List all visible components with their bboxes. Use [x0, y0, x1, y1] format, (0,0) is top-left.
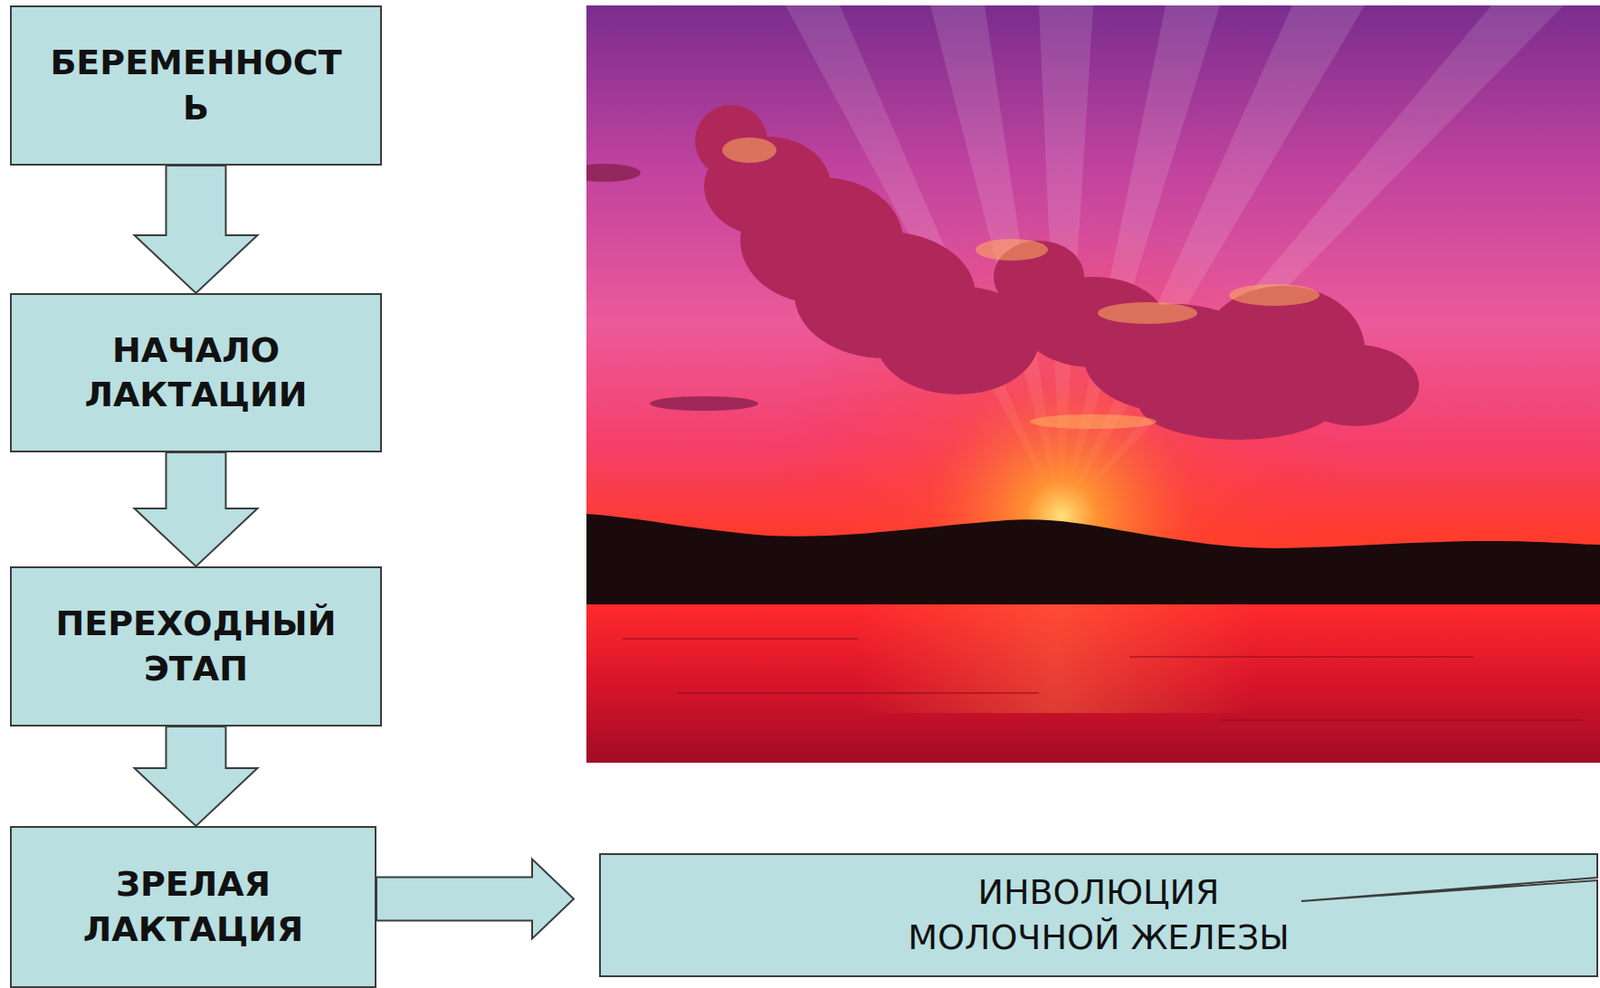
- stage-label: ПЕРЕХОДНЫЙ ЭТАП: [56, 601, 337, 692]
- sunset-photo: [586, 5, 1600, 763]
- block-arrow: [134, 726, 258, 827]
- stage-box: НАЧАЛО ЛАКТАЦИИ: [9, 293, 382, 453]
- stage-label: НАЧАЛО ЛАКТАЦИИ: [84, 328, 307, 419]
- callout-outline: [599, 853, 1599, 978]
- stage-label: ЗРЕЛАЯ ЛАКТАЦИЯ: [83, 862, 305, 953]
- water: [586, 604, 1600, 763]
- stage-box: ПЕРЕХОДНЫЙ ЭТАП: [9, 566, 382, 727]
- clouds: [586, 104, 1420, 440]
- stage-box: БЕРЕМЕННОСТ Ь: [9, 5, 382, 166]
- callout-label: ИНВОЛЮЦИЯ МОЛОЧНОЙ ЖЕЛЕЗЫ: [885, 870, 1312, 961]
- water-ripples: [622, 638, 1582, 721]
- block-arrow: [134, 452, 258, 567]
- sun-reflection: [857, 604, 1257, 714]
- block-arrow: [134, 165, 258, 294]
- stage-label: БЕРЕМЕННОСТ Ь: [49, 40, 342, 131]
- block-arrow: [376, 859, 574, 940]
- mountains: [586, 514, 1600, 607]
- callout-box: ИНВОЛЮЦИЯ МОЛОЧНОЙ ЖЕЛЕЗЫ: [599, 853, 1599, 978]
- stage-box: ЗРЕЛАЯ ЛАКТАЦИЯ: [9, 826, 377, 988]
- callout-shape: [600, 854, 1598, 977]
- sun-glow: [586, 5, 1600, 603]
- sky: [586, 5, 1600, 763]
